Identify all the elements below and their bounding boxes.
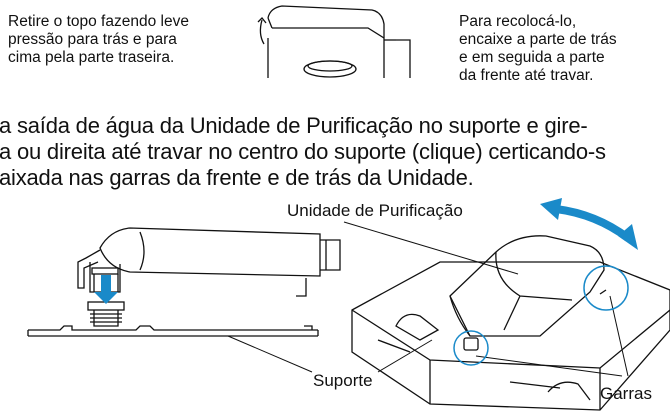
top-left-note-line: Retire o topo fazendo leve <box>8 13 189 30</box>
top-right-note-line: encaixe a parte de trás <box>459 31 617 48</box>
rotate-arrow-icon <box>540 198 638 250</box>
instruction-line: aixada nas garras da frente e de trás da… <box>0 165 474 190</box>
top-left-note-line: cima pela parte traseira. <box>8 49 175 66</box>
label-unit: Unidade de Purificação <box>287 201 463 220</box>
instruction-line: a saída de água da Unidade de Purificaçã… <box>0 113 588 138</box>
top-right-note-line: Para recolocá-lo, <box>459 13 577 30</box>
perspective-illustration <box>351 235 670 411</box>
instruction-line: a ou direita até travar no centro do sup… <box>0 139 606 164</box>
top-right-note: Para recolocá-lo, encaixe a parte de trá… <box>459 13 617 85</box>
instruction-paragraph: a saída de água da Unidade de Purificaçã… <box>0 113 606 191</box>
lid-removal-illustration <box>257 5 411 78</box>
down-arrow-icon <box>94 275 118 304</box>
top-right-note-line: da frente até travar. <box>459 67 594 84</box>
cross-section-illustration <box>27 227 341 337</box>
top-left-note: Retire o topo fazendo leve pressão para … <box>8 13 189 67</box>
top-left-note-line: pressão para trás e para <box>8 31 177 48</box>
top-right-note-line: e em seguida a parte <box>459 49 605 66</box>
claw-highlight <box>453 265 629 366</box>
leader-lines <box>227 221 629 377</box>
label-claws: Garras <box>600 384 652 403</box>
label-support: Suporte <box>313 371 373 390</box>
